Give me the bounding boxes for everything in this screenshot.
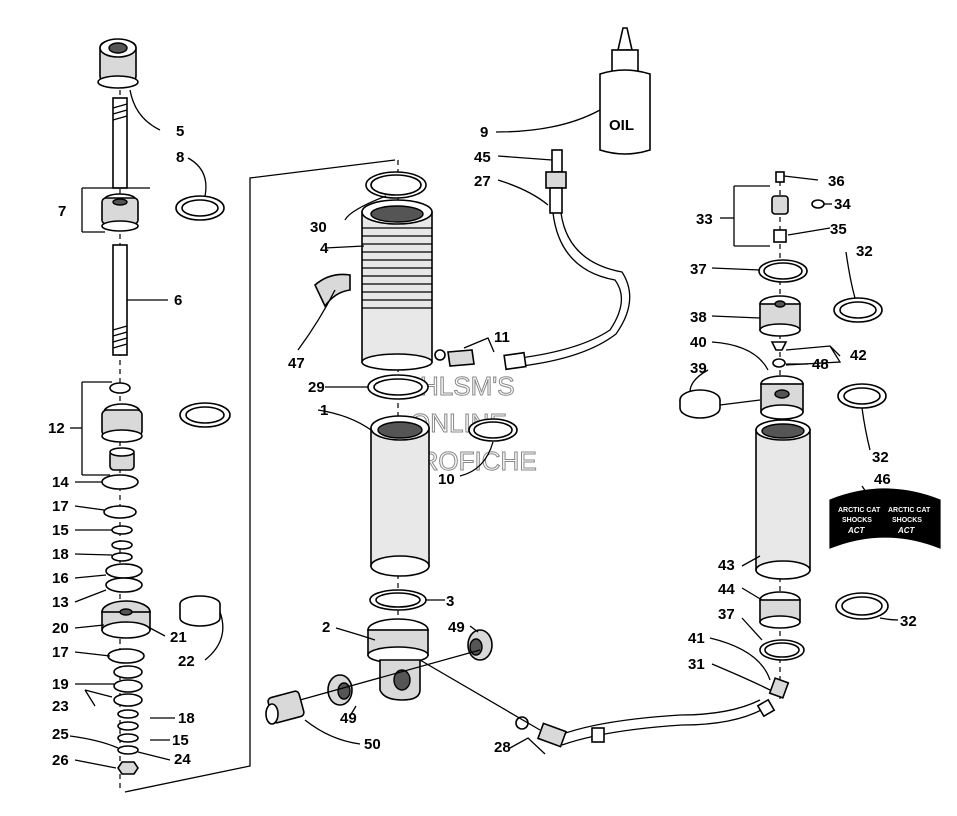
callout-17b: 17: [52, 644, 69, 661]
callout-42: 42: [850, 347, 867, 364]
callout-31: 31: [688, 656, 705, 673]
callout-34: 34: [834, 196, 851, 213]
callout-10: 10: [438, 471, 455, 488]
callout-39: 39: [690, 360, 707, 377]
decal-left-line-2: SHOCKS: [842, 517, 872, 524]
callout-49a: 49: [448, 619, 465, 636]
callout-32c: 32: [900, 613, 917, 630]
shaft-assembly: [97, 38, 231, 790]
callout-22: 22: [178, 653, 195, 670]
end-cap-part-44: [759, 591, 801, 629]
callout-7: 7: [58, 203, 66, 220]
callout-27: 27: [474, 173, 491, 190]
callout-17a: 17: [52, 498, 69, 515]
callout-9: 9: [480, 124, 488, 141]
callout-43: 43: [718, 557, 735, 574]
bumper-part-12: [101, 403, 143, 443]
piston-part-20: [101, 600, 151, 639]
callout-48: 48: [812, 356, 829, 373]
callout-11: 11: [494, 329, 510, 346]
piston-ring-part-22: [179, 595, 221, 627]
callout-45: 45: [474, 149, 491, 166]
callout-25: 25: [52, 726, 69, 743]
body-tube-part-1: [370, 415, 430, 577]
callout-29: 29: [308, 379, 325, 396]
threaded-sleeve-part-4: [361, 199, 433, 371]
eye-part-2: [367, 618, 429, 701]
callout-33: 33: [696, 211, 713, 228]
decal-right-line-3: ACT: [897, 526, 916, 535]
callout-38: 38: [690, 309, 707, 326]
callout-4: 4: [320, 240, 329, 257]
callout-20: 20: [52, 620, 69, 637]
decal-left-line-1: ARCTIC CAT: [838, 507, 881, 514]
callout-2: 2: [322, 619, 330, 636]
callout-50: 50: [364, 736, 381, 753]
callout-32b: 32: [872, 449, 889, 466]
reservoir-hose: [419, 149, 776, 748]
callout-35: 35: [830, 221, 847, 238]
reservoir-tube-part-43: [755, 419, 811, 580]
decal-left-line-3: ACT: [847, 526, 866, 535]
callout-37b: 37: [718, 606, 735, 623]
leader-lines: [69, 89, 899, 769]
callout-8: 8: [176, 149, 184, 166]
callout-41: 41: [688, 630, 705, 647]
callout-24: 24: [174, 751, 191, 768]
callout-19: 19: [52, 676, 69, 693]
callout-numbers: 5 8 7 6 12 14 17 15 18 16 13 20 21 22 17…: [48, 123, 917, 769]
callout-15a: 15: [52, 522, 69, 539]
seal-head-part-7: [101, 193, 139, 232]
eyelet-part-5: [97, 38, 139, 89]
callout-21: 21: [170, 629, 187, 646]
watermark-line-1: HLSM'S: [420, 371, 515, 401]
callout-5: 5: [176, 123, 184, 140]
decal-part-46: ARCTIC CAT SHOCKS ACT ARCTIC CAT SHOCKS …: [829, 488, 941, 549]
callout-30: 30: [310, 219, 327, 236]
decal-right-line-1: ARCTIC CAT: [888, 507, 931, 514]
oil-label: OIL: [609, 117, 634, 134]
reservoir-assembly: ARCTIC CAT SHOCKS ACT ARCTIC CAT SHOCKS …: [679, 171, 941, 700]
callout-16: 16: [52, 570, 69, 587]
callout-28: 28: [494, 739, 511, 756]
callout-12: 12: [48, 420, 65, 437]
callout-14: 14: [52, 474, 69, 491]
callout-49b: 49: [340, 710, 357, 727]
callout-1: 1: [320, 402, 328, 419]
callout-6: 6: [174, 292, 182, 309]
spanner-part-47: [314, 273, 351, 308]
sleeve-part-50: [265, 690, 305, 725]
callout-18a: 18: [52, 546, 69, 563]
callout-23: 23: [52, 698, 69, 715]
callout-44: 44: [718, 581, 735, 598]
callout-26: 26: [52, 752, 69, 769]
nut-part-26: [117, 761, 139, 775]
callout-13: 13: [52, 594, 69, 611]
piston-part-40: [760, 375, 804, 420]
callout-46: 46: [874, 471, 891, 488]
callout-47: 47: [288, 355, 305, 372]
shim-stack: [101, 474, 143, 593]
callout-37a: 37: [690, 261, 707, 278]
callout-3: 3: [446, 593, 454, 610]
callout-36: 36: [828, 173, 845, 190]
shock-body: [265, 160, 518, 725]
column-bracket: [124, 159, 396, 793]
decal-right-line-2: SHOCKS: [892, 517, 922, 524]
callout-15b: 15: [172, 732, 189, 749]
callout-18b: 18: [178, 710, 195, 727]
callout-40: 40: [690, 334, 707, 351]
callout-32a: 32: [856, 243, 873, 260]
oil-bottle-part-9: OIL: [599, 27, 651, 155]
cap-part-38: [759, 295, 801, 337]
